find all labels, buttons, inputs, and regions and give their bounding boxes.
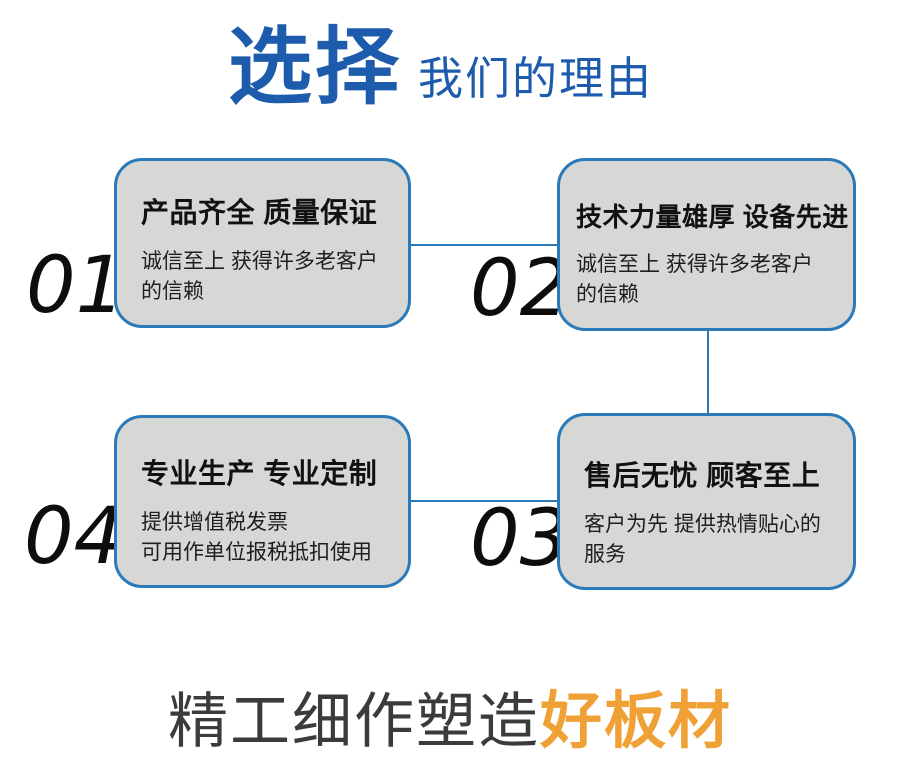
step-number-01: 01 — [26, 241, 126, 331]
page-title-accent: 选择 — [228, 20, 403, 114]
feature-card-desc: 诚信至上 获得许多老客户 的信赖 — [576, 253, 813, 306]
feature-card-desc: 客户为先 提供热情贴心的 服务 — [584, 513, 821, 566]
step-number-04: 04 — [24, 492, 124, 582]
feature-card-desc: 诚信至上 获得许多老客户 的信赖 — [141, 250, 378, 303]
connector-line-vertical — [707, 331, 709, 413]
page-title-rest: 我们的理由 — [418, 53, 654, 105]
feature-card-title: 专业生产 专业定制 — [141, 458, 378, 489]
footer-slogan-accent: 好板材 — [539, 687, 732, 756]
page-title: 选择 我们的理由 — [228, 20, 653, 114]
footer-slogan-dark: 精工细作塑造 — [167, 688, 540, 755]
step-number-02: 02 — [470, 244, 570, 334]
step-number-03: 03 — [470, 494, 570, 584]
feature-card-03: 售后无忧 顾客至上 客户为先 提供热情贴心的 服务 — [557, 413, 856, 590]
feature-card-title: 技术力量雄厚 设备先进 — [576, 202, 849, 232]
feature-card-desc: 提供增值税发票 可用作单位报税抵扣使用 — [141, 511, 372, 564]
footer-slogan: 精工细作塑造好板材 — [0, 670, 900, 757]
feature-card-title: 产品齐全 质量保证 — [141, 197, 378, 228]
feature-card-title: 售后无忧 顾客至上 — [584, 460, 821, 491]
feature-card-04: 专业生产 专业定制 提供增值税发票 可用作单位报税抵扣使用 — [114, 415, 411, 588]
connector-line-bottom — [411, 500, 557, 502]
feature-card-02: 技术力量雄厚 设备先进 诚信至上 获得许多老客户 的信赖 — [557, 158, 856, 331]
connector-line-top — [411, 244, 557, 246]
feature-card-01: 产品齐全 质量保证 诚信至上 获得许多老客户 的信赖 — [114, 158, 411, 328]
